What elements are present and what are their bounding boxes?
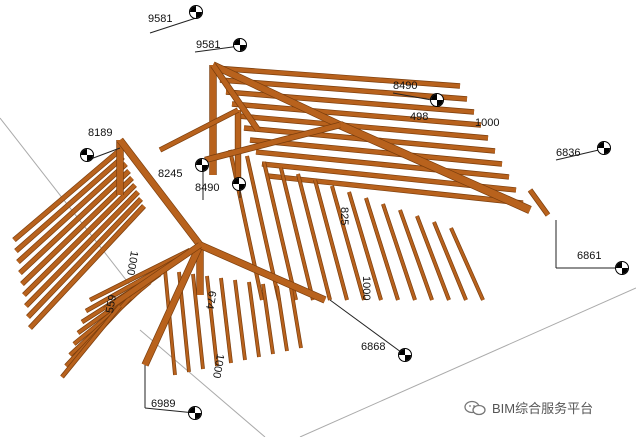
rafter-upper-right — [219, 78, 468, 101]
label-ridge-1000: 1000 — [475, 117, 500, 129]
label-ridge-498: 498 — [410, 111, 429, 123]
rafter-lower-front — [233, 279, 247, 361]
rafter-front — [415, 215, 451, 301]
rafter-upper-right — [255, 150, 510, 179]
rafter-upper-right — [249, 138, 503, 166]
label-top-outer: 9581 — [148, 13, 173, 25]
hip-beam-left — [117, 138, 203, 247]
rafter-lower-left — [89, 248, 191, 302]
leader-left — [87, 147, 121, 161]
rafter-left — [24, 190, 140, 308]
hip-beam-front-right — [198, 242, 327, 303]
rafter-front — [262, 161, 298, 301]
elevation-marker-bottom-center — [398, 348, 412, 362]
rafter-left — [28, 204, 146, 330]
label-bottom-left: 6989 — [151, 398, 176, 410]
rafter-upper-right — [237, 114, 489, 140]
label-right-corner: 6836 — [556, 147, 581, 159]
hip-beam-top — [210, 63, 261, 132]
label-vertical-825: 825 — [338, 207, 350, 226]
rafter-lower-front — [289, 287, 303, 349]
label-left-height: 8189 — [88, 127, 113, 139]
label-right-upper: 8490 — [393, 80, 418, 92]
rafter-left — [18, 169, 131, 275]
rafter-lower-front — [191, 273, 205, 370]
rafter-front — [347, 191, 383, 301]
watermark-text: BIM综合服务平台 — [492, 401, 594, 416]
reference-lines — [0, 117, 636, 437]
rafter-front — [364, 197, 400, 301]
leader-bottom-center — [329, 299, 406, 356]
elevation-marker-right-upper — [430, 93, 444, 107]
label-top-inner: 9581 — [196, 39, 221, 51]
main-frame-group — [103, 61, 551, 367]
guide-line — [139, 329, 266, 437]
rafter-left — [26, 197, 143, 319]
rafter-upper-right — [225, 90, 475, 114]
elevation-marker-left — [80, 148, 94, 162]
label-center-b: 8490 — [195, 182, 220, 194]
rafter-lower-front — [219, 277, 233, 364]
hip-beam-right — [338, 121, 532, 214]
rafter-left — [20, 176, 134, 286]
rafter-left — [12, 148, 122, 242]
rafter-left — [22, 183, 137, 297]
rafter-front — [296, 173, 332, 301]
rafter-lower-front — [261, 283, 275, 355]
rafter-lower-front — [163, 269, 177, 376]
elevation-marker-center-b — [232, 177, 246, 191]
eave-end — [528, 188, 550, 217]
tie-beam — [159, 108, 239, 152]
label-bottom-center: 6868 — [361, 341, 386, 353]
label-center-a: 8245 — [158, 168, 183, 180]
ridge-beam — [211, 62, 342, 128]
label-right-lower: 6861 — [577, 250, 602, 262]
rafter-upper-right — [267, 174, 524, 205]
wechat-icon — [464, 400, 486, 415]
elevation-marker-right-lower — [615, 261, 629, 275]
label-vertical-1000-mid: 1000 — [360, 276, 372, 301]
rafter-upper-right — [231, 102, 482, 127]
hip-beam-front — [142, 243, 203, 367]
rafter-front — [398, 209, 434, 301]
leader-top-inner — [194, 45, 241, 53]
leader-right-upper — [392, 92, 438, 102]
elevation-marker-right-corner — [597, 141, 611, 155]
rafter-front — [449, 227, 485, 301]
guide-line — [0, 117, 131, 286]
rafter-lower-front — [247, 281, 261, 358]
leader-top-outer — [149, 17, 197, 34]
rafter-left — [14, 155, 125, 253]
guide-line — [299, 287, 636, 437]
rafter-front — [381, 203, 417, 301]
rafter-front — [330, 185, 366, 301]
elevation-marker-top-outer — [189, 5, 203, 19]
rafter-lower-front — [205, 275, 219, 367]
elevation-marker-top-inner — [233, 38, 247, 52]
elevation-marker-bottom-left — [188, 406, 202, 420]
elevation-marker-center-a — [195, 158, 209, 172]
rafter-front — [432, 221, 468, 301]
rafter-lower-left — [60, 304, 122, 379]
leader-right-corner — [555, 148, 604, 161]
watermark: BIM综合服务平台 — [464, 398, 593, 417]
rafter-lower-front — [275, 285, 289, 352]
rafter-front — [313, 179, 349, 301]
rafter-group — [12, 65, 524, 379]
cross-beam — [204, 122, 341, 163]
rafter-front — [279, 167, 315, 301]
rafter-left — [16, 162, 128, 264]
leader-bottom-left-h — [144, 407, 196, 414]
valley-beam — [103, 242, 202, 313]
rafter-upper-right — [213, 66, 461, 88]
